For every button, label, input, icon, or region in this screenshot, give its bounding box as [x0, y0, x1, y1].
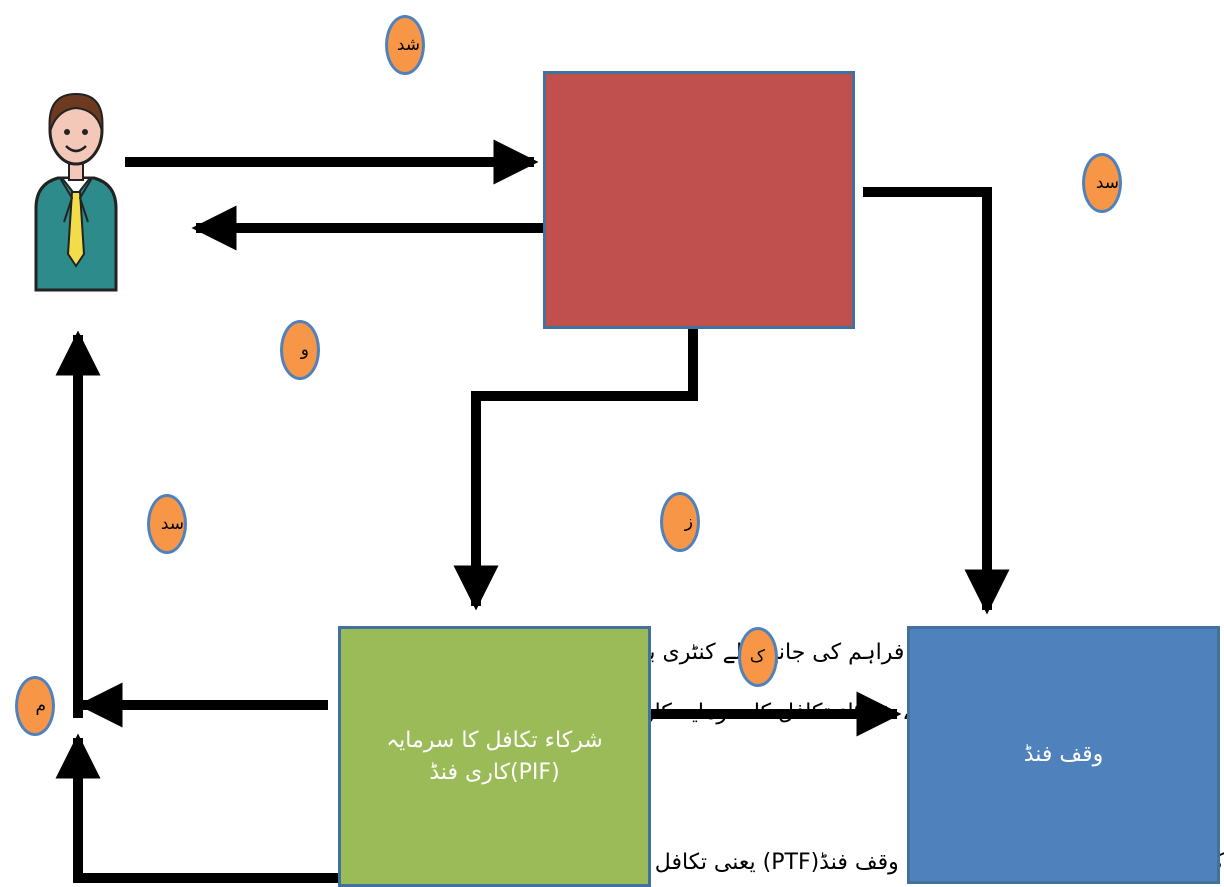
pif-box-label: شرکاء تکافل کا سرمایہ (PIF)کاری فنڈ [386, 727, 603, 785]
step-label-center-text: ز [684, 512, 693, 532]
step-label-mid-left: و [280, 320, 320, 380]
step-label-mid-left-text: و [300, 340, 309, 360]
step-label-top: شد [385, 15, 425, 75]
waqf-box-label: وقف فنڈ [1023, 742, 1104, 768]
person-icon [34, 92, 118, 292]
waqf-box: وقف فنڈ [907, 626, 1220, 884]
step-label-lower-left: سد [147, 494, 187, 554]
step-label-lower-left-text: سد [160, 514, 184, 534]
pif-box: شرکاء تکافل کا سرمایہ (PIF)کاری فنڈ [338, 626, 651, 887]
step-label-bottom-left: م [15, 676, 55, 736]
arrow-operator-to-pif [453, 329, 698, 611]
arrow-bottom-return [55, 733, 340, 883]
step-label-right: سد [1082, 153, 1122, 213]
arrow-operator-to-waqf [863, 187, 1010, 615]
step-label-pif-to-waqf-text: ک [749, 647, 765, 667]
step-label-right-text: سد [1095, 173, 1119, 193]
operator-box [543, 71, 855, 329]
step-label-top-text: شد [396, 35, 420, 55]
step-label-pif-to-waqf: ک [738, 627, 778, 687]
step-label-center: ز [660, 492, 700, 552]
step-label-bottom-left-text: م [35, 696, 46, 716]
